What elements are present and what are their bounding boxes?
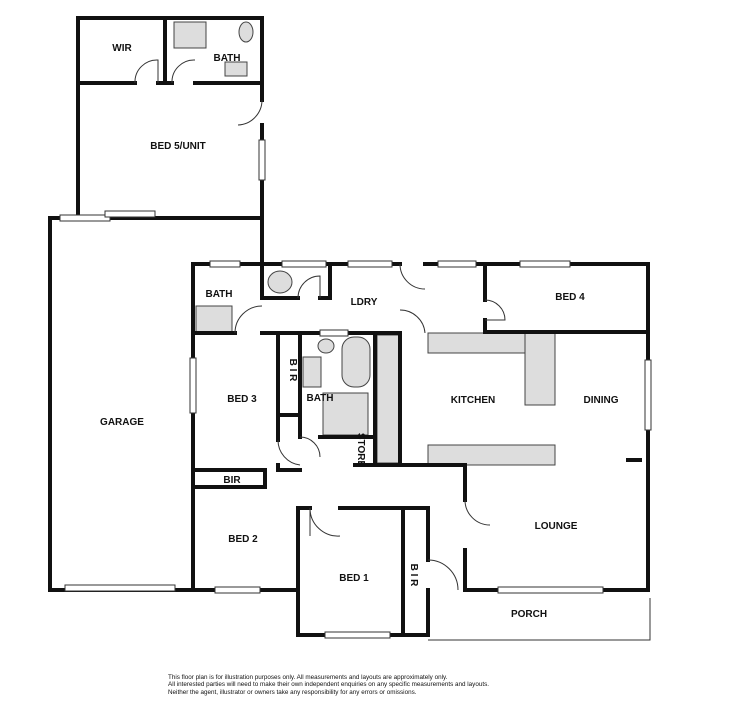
disclaimer: This floor plan is for illustration purp…: [168, 674, 489, 696]
label-dining: DINING: [584, 395, 619, 406]
label-bed1: BED 1: [339, 573, 369, 584]
room-labels: WIR BATH BED 5/UNIT GARAGE BATH LDRY BED…: [100, 43, 619, 620]
label-bath-left: BATH: [205, 289, 232, 300]
label-bed2: BED 2: [228, 534, 258, 545]
label-lounge: LOUNGE: [535, 521, 578, 532]
label-kitchen: KITCHEN: [451, 395, 495, 406]
label-bir-bed2: BIR: [223, 475, 241, 486]
disclaimer-line: All interested parties will need to make…: [168, 681, 489, 689]
label-bed3: BED 3: [227, 394, 257, 405]
windows: [59, 139, 652, 639]
walls: [48, 16, 651, 641]
disclaimer-line: This floor plan is for illustration purp…: [168, 674, 448, 681]
label-porch: PORCH: [511, 609, 547, 620]
label-bir-bed1: B I R: [408, 564, 419, 588]
label-store: STORE: [355, 433, 366, 468]
disclaimer-line: Neither the agent, illustrator or owners…: [168, 688, 417, 696]
label-bath-main: BATH: [306, 393, 333, 404]
label-bir-bed3: B I R: [287, 359, 298, 383]
label-bed5: BED 5/UNIT: [150, 141, 206, 152]
label-bath-unit: BATH: [213, 53, 240, 64]
label-ldry: LDRY: [351, 297, 378, 308]
label-bed4: BED 4: [555, 292, 585, 303]
doors: [134, 59, 506, 591]
label-wir: WIR: [112, 43, 132, 54]
label-garage: GARAGE: [100, 417, 144, 428]
